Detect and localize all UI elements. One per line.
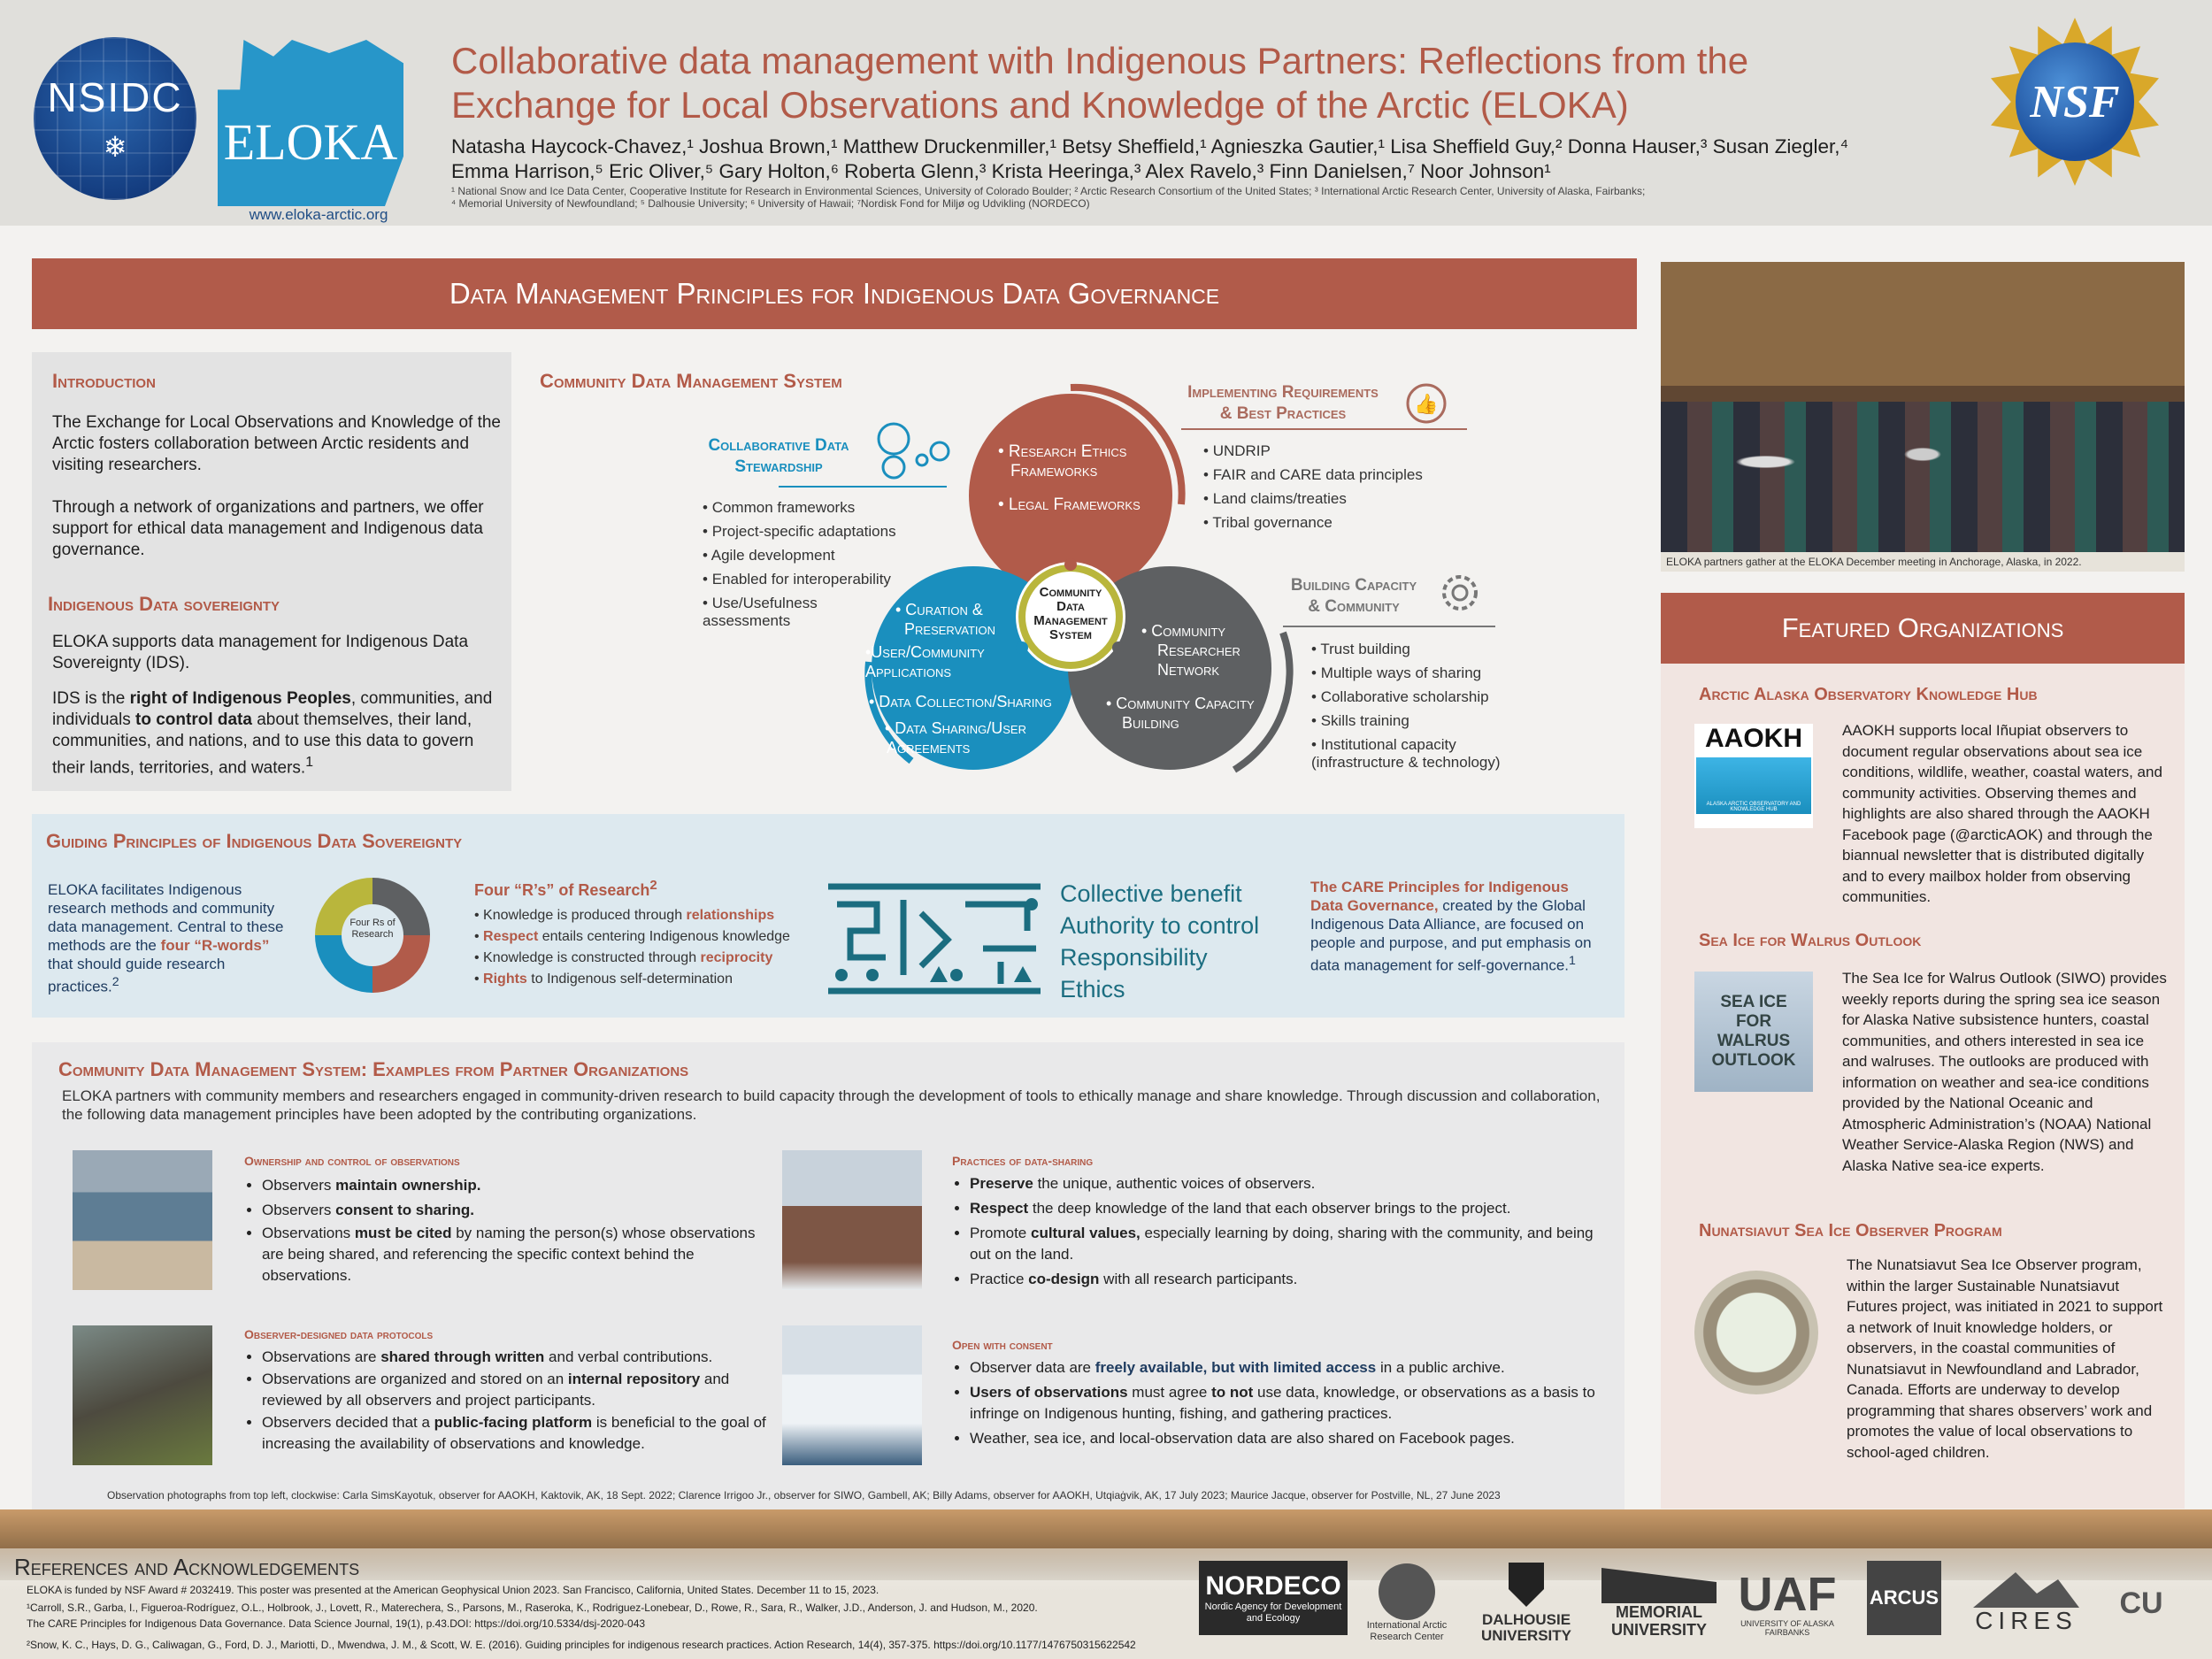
- nsidc-logo: NSIDC ❄: [34, 37, 196, 200]
- stewardship-tail: assessments: [703, 612, 791, 629]
- examples-panel: Community Data Management System: Exampl…: [32, 1042, 1624, 1509]
- four-rs-list: Four “R’s” of Research2 Knowledge is pro…: [474, 878, 828, 990]
- ownership-list: Observers maintain ownership. Observers …: [244, 1173, 775, 1287]
- poster-header: NSIDC ❄ ELOKA www.eloka-arctic.org Colla…: [0, 0, 2212, 226]
- ids-heading: Indigenous Data sovereignty: [48, 593, 280, 615]
- featured-banner: Featured Organizations: [1661, 593, 2185, 664]
- cdms-title: Community Data Management System: [540, 370, 842, 392]
- nunatsiavut-text: The Nunatsiavut Sea Ice Observer program…: [1847, 1256, 2163, 1461]
- photo-debris: [73, 1325, 212, 1465]
- siwo-text: The Sea Ice for Walrus Outlook (SIWO) pr…: [1842, 970, 2167, 1174]
- poster-title: Collaborative data management with Indig…: [451, 40, 1749, 126]
- eloka-url[interactable]: www.eloka-arctic.org: [249, 206, 388, 223]
- references-panel: References and Acknowledgements ELOKA is…: [0, 1548, 2212, 1659]
- siwo-heading: Sea Ice for Walrus Outlook: [1699, 931, 1922, 950]
- ownership-heading: Ownership and control of observations: [244, 1154, 460, 1168]
- protocols-list: Observations are shared through written …: [244, 1347, 775, 1455]
- guiding-intro: ELOKA facilitates Indigenous research me…: [48, 881, 284, 995]
- photo-bear-birds: [73, 1150, 212, 1290]
- snowflake-icon: ❄: [103, 131, 127, 163]
- svg-text:👍: 👍: [1414, 393, 1438, 415]
- iarc-logo: International Arctic Research Center: [1363, 1559, 1451, 1647]
- memorial-logo: MEMORIAL UNIVERSITY: [1597, 1559, 1721, 1647]
- implementing-heading: Implementing Requirements& Best Practice…: [1187, 383, 1379, 423]
- capacity-heading: Building Capacity& Community: [1290, 576, 1417, 616]
- examples-heading: Community Data Management System: Exampl…: [58, 1058, 689, 1080]
- ids-paragraph: ELOKA supports data management for Indig…: [52, 633, 469, 672]
- care-description: The CARE Principles for Indigenous Data …: [1310, 879, 1592, 974]
- arcus-logo: ARCUS: [1867, 1561, 1941, 1635]
- capacity-tail: (infrastructure & technology): [1311, 754, 1501, 771]
- nunatsiavut-heading: Nunatsiavut Sea Ice Observer Program: [1699, 1221, 2002, 1240]
- photo-sea-ice: [782, 1325, 922, 1465]
- intro-paragraph: The Exchange for Local Observations and …: [52, 413, 501, 474]
- eloka-logo: ELOKA: [218, 40, 403, 206]
- red-arc: [1070, 383, 1186, 505]
- open-heading: Open with consent: [952, 1338, 1053, 1352]
- photo-credits: Observation photographs from top left, c…: [107, 1489, 1501, 1502]
- featured-panel: Arctic Alaska Observatory Knowledge Hub …: [1661, 664, 2185, 1509]
- author-list: Natasha Haycock-Chavez,¹ Joshua Brown,¹ …: [451, 135, 1849, 182]
- thumbs-up-icon: 👍: [1406, 383, 1447, 424]
- sharing-heading: Practices of data-sharing: [952, 1154, 1094, 1168]
- reference-item: The CARE Principles for Indigenous Data …: [27, 1617, 646, 1630]
- group-photo: ELOKA partners gather at the ELOKA Decem…: [1661, 262, 2185, 572]
- nordeco-logo: NORDECO Nordic Agency for Development an…: [1199, 1561, 1348, 1635]
- center-circle: [1016, 562, 1125, 672]
- reference-item: ELOKA is funded by NSF Award # 2032419. …: [27, 1584, 879, 1596]
- uaf-logo: UAF UNIVERSITY OF ALASKA FAIRBANKS: [1738, 1568, 1837, 1637]
- intro-heading: Introduction: [52, 370, 156, 392]
- nsf-logo: NSF: [1991, 18, 2159, 186]
- aaokh-text: AAOKH supports local Iñupiat observers t…: [1842, 722, 2162, 905]
- dalhousie-logo: DALHOUSIE UNIVERSITY: [1469, 1559, 1584, 1647]
- red-circle: [969, 394, 1172, 597]
- intro-paragraph: Through a network of organizations and p…: [52, 498, 484, 559]
- database-icon: [877, 422, 950, 480]
- guiding-principles-panel: Guiding Principles of Indigenous Data So…: [32, 814, 1624, 1018]
- aaokh-heading: Arctic Alaska Observatory Knowledge Hub: [1699, 685, 2038, 704]
- photo-walrus: [782, 1150, 922, 1290]
- section-banner: Data Management Principles for Indigenou…: [32, 258, 1637, 329]
- sharing-list: Preserve the unique, authentic voices of…: [952, 1173, 1607, 1291]
- blue-circle-items: • Curation &Preservation •User/Community…: [865, 601, 1052, 757]
- guiding-heading: Guiding Principles of Indigenous Data So…: [46, 830, 463, 852]
- references-heading: References and Acknowledgements: [14, 1554, 360, 1580]
- open-list: Observer data are freely available, but …: [952, 1357, 1607, 1450]
- indigenous-pattern-graphic: [828, 883, 1041, 995]
- ids-definition: IDS is the right of Indigenous Peoples, …: [52, 689, 493, 778]
- protocols-heading: Observer-designed data protocols: [244, 1327, 434, 1341]
- capacity-list: Trust buildingMultiple ways of sharingCo…: [1311, 637, 1488, 757]
- four-rs-ring: Four Rs of Research: [315, 878, 430, 993]
- reference-item: ¹Carroll, S.R., Garba, I., Figueroa-Rodr…: [27, 1601, 1038, 1614]
- reference-item: ²Snow, K. C., Hays, D. G., Caliwagan, G.…: [27, 1639, 1136, 1651]
- examples-intro: ELOKA partners with community members an…: [62, 1087, 1601, 1123]
- intro-panel: Introduction The Exchange for Local Obse…: [32, 352, 511, 791]
- cires-logo: CIRES: [1969, 1559, 2084, 1647]
- implementing-list: UNDRIPFAIR and CARE data principlesLand …: [1203, 439, 1422, 534]
- stewardship-list: Common frameworksProject-specific adapta…: [703, 495, 896, 615]
- affiliations: ¹ National Snow and Ice Data Center, Coo…: [451, 185, 1646, 210]
- nunatsiavut-logo: [1694, 1271, 1818, 1394]
- cu-logo: CU: [2119, 1586, 2163, 1620]
- photo-caption: ELOKA partners gather at the ELOKA Decem…: [1661, 552, 2185, 572]
- aaokh-logo: AAOKH ALASKA ARCTIC OBSERVATORY AND KNOW…: [1694, 724, 1813, 828]
- gear-icon: [1442, 575, 1478, 611]
